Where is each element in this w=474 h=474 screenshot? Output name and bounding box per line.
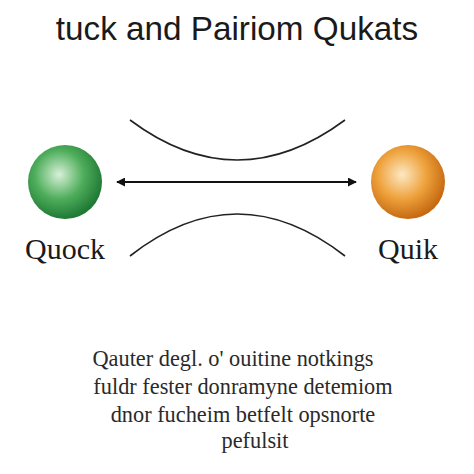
note-text: Qauter degl. o' ouitine notkings (0, 346, 470, 372)
lower-curve (130, 214, 345, 256)
sphere-label: Quock (1, 232, 129, 266)
upper-curve (130, 120, 345, 160)
sphere-label: Quik (344, 232, 472, 266)
note-text: dnor fucheim betfelt opsnorte (6, 402, 474, 428)
sphere-shape (370, 144, 446, 220)
sphere (28, 145, 102, 219)
note-text: pefulsit (18, 428, 474, 454)
note-text: fuldr fester donramyne detemiom (6, 374, 474, 400)
diagram-title: tuck and Pairiom Qukats (0, 10, 474, 48)
sphere (371, 145, 445, 219)
sphere-shape (27, 144, 103, 220)
sphere-node: Quock (1, 144, 129, 266)
double-arrow (117, 181, 356, 183)
sphere-node: Quik (344, 144, 472, 266)
